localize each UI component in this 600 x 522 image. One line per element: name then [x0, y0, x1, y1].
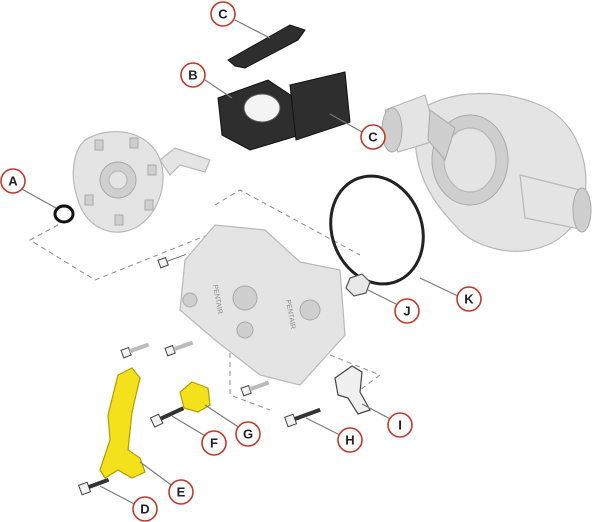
callout-k: K	[456, 286, 482, 312]
pump-housing	[381, 92, 592, 252]
callout-h-label: H	[345, 433, 354, 448]
callout-k-label: K	[464, 292, 474, 307]
callout-c-right-label: C	[368, 130, 378, 145]
bracket-b-assembly	[217, 71, 351, 151]
impeller-assembly	[72, 131, 164, 233]
screw-h	[284, 407, 321, 428]
callout-a: A	[0, 168, 26, 194]
bracket-i	[334, 365, 371, 415]
callout-i: I	[387, 412, 413, 438]
screw-d	[78, 477, 110, 496]
callout-b-label: B	[188, 68, 197, 83]
callout-h: H	[337, 427, 363, 453]
callout-c-right: C	[360, 124, 386, 150]
callout-f: F	[201, 430, 227, 456]
callout-e-label: E	[177, 485, 186, 500]
callout-a-label: A	[8, 174, 18, 189]
callout-f-label: F	[210, 436, 218, 451]
callout-b: B	[180, 62, 206, 88]
callout-g: G	[235, 421, 261, 447]
screw-f	[149, 406, 185, 428]
callout-i-label: I	[398, 418, 402, 433]
cam-g	[179, 381, 211, 413]
callout-g-label: G	[243, 427, 253, 442]
callout-c-top: C	[210, 1, 236, 27]
callout-j-label: J	[403, 304, 410, 319]
callout-d-label: D	[140, 502, 149, 517]
callout-d: D	[132, 496, 158, 522]
clip-c-top	[227, 24, 306, 69]
seal-ring-a	[53, 204, 75, 224]
callout-e: E	[168, 479, 194, 505]
lever-e	[99, 367, 146, 479]
end-plate: PENTAIR PENTAIR	[179, 224, 346, 386]
spring-clip	[159, 147, 211, 176]
nut-j	[345, 273, 371, 297]
assembly-guide-lines	[28, 189, 382, 411]
screws-loose	[120, 254, 270, 397]
o-ring-k	[329, 174, 425, 286]
callout-c-top-label: C	[218, 7, 228, 22]
callout-j: J	[394, 298, 420, 324]
